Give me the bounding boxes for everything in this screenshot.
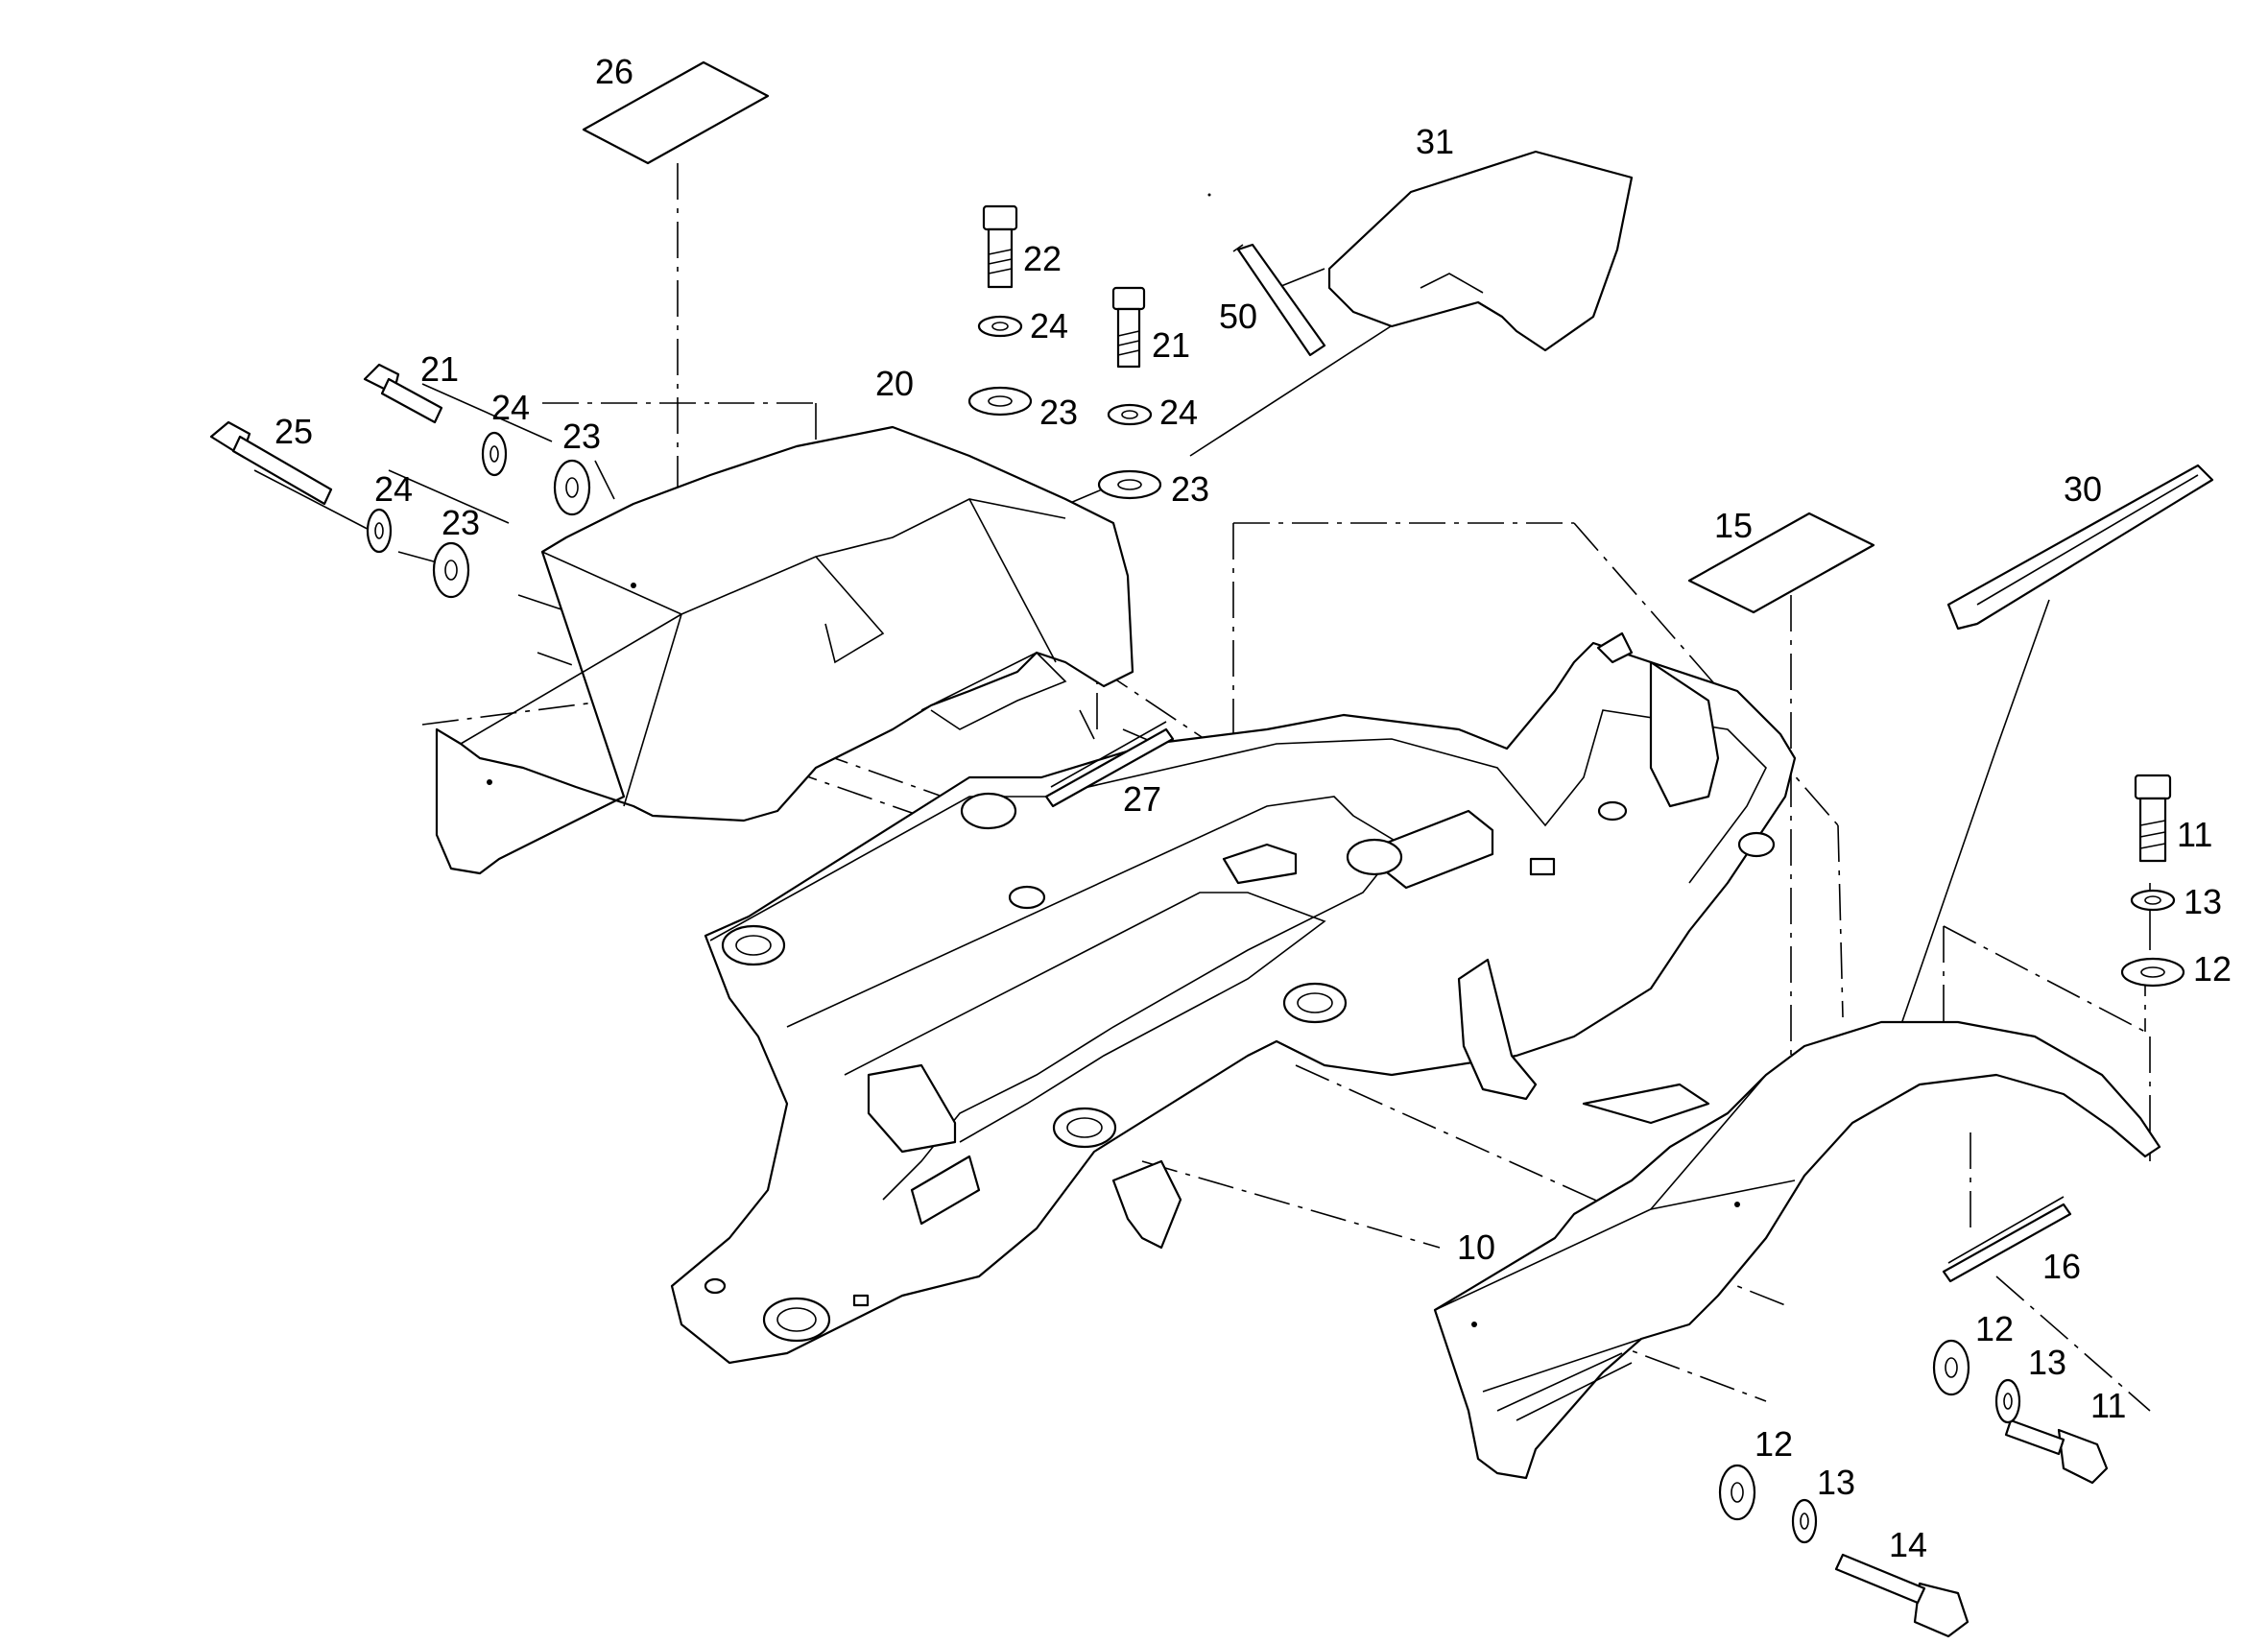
callout-23: 23 <box>1171 469 1209 509</box>
callout-23: 23 <box>442 503 480 542</box>
washers <box>366 315 2185 1544</box>
callout-23: 23 <box>562 417 601 456</box>
part-50-seal-strip <box>1232 243 1326 357</box>
callout-13: 13 <box>2028 1343 2066 1382</box>
bolt-21-left <box>363 363 443 424</box>
callout-24: 24 <box>491 388 530 427</box>
bolt-11-right <box>2004 1418 2109 1485</box>
callout-22: 22 <box>1023 239 1062 278</box>
callout-11: 11 <box>2090 1386 2126 1425</box>
bolt-22 <box>982 204 1018 289</box>
callout-20: 20 <box>875 364 914 403</box>
callout-30: 30 <box>2064 469 2102 509</box>
part-10-side-hood <box>1433 1020 2161 1480</box>
callout-15: 15 <box>1714 506 1753 545</box>
part-31-cover-panel <box>1327 150 1634 352</box>
bolt-21-mid <box>1111 286 1146 369</box>
callout-16: 16 <box>2042 1247 2081 1286</box>
chassis-frame <box>670 631 1797 1365</box>
part-16-seal-strip <box>1942 1196 2072 1283</box>
callout-labels: 26 31 22 24 21 23 24 23 50 21 24 23 25 2… <box>275 52 2232 1564</box>
callout-27: 27 <box>1123 779 1161 819</box>
callout-24: 24 <box>1030 306 1068 345</box>
bolt-14 <box>1834 1553 1970 1638</box>
callout-50: 50 <box>1219 297 1257 336</box>
callout-12: 12 <box>1755 1424 1793 1464</box>
part-20-rear-hood <box>435 425 1134 875</box>
callout-11: 11 <box>2177 815 2212 854</box>
part-26-decal <box>582 60 770 165</box>
callout-25: 25 <box>275 412 313 451</box>
callout-31: 31 <box>1416 122 1454 161</box>
callout-10: 10 <box>1457 1227 1495 1267</box>
callout-24: 24 <box>374 469 413 509</box>
callout-13: 13 <box>1817 1463 1855 1502</box>
callout-12: 12 <box>1975 1309 2014 1348</box>
callout-24: 24 <box>1159 393 1198 432</box>
part-27-seal-strip <box>1044 721 1175 808</box>
bolt-25 <box>209 420 333 506</box>
part-15-decal <box>1687 512 1875 614</box>
callout-13: 13 <box>2184 882 2222 921</box>
part-30-top-panel <box>1946 464 2214 631</box>
callout-12: 12 <box>2193 949 2232 989</box>
callout-21: 21 <box>1152 325 1190 365</box>
callout-21: 21 <box>420 349 459 389</box>
callout-26: 26 <box>595 52 633 91</box>
callout-14: 14 <box>1889 1525 1927 1564</box>
callout-23: 23 <box>1039 393 1078 432</box>
bolt-11-top <box>2134 774 2172 863</box>
